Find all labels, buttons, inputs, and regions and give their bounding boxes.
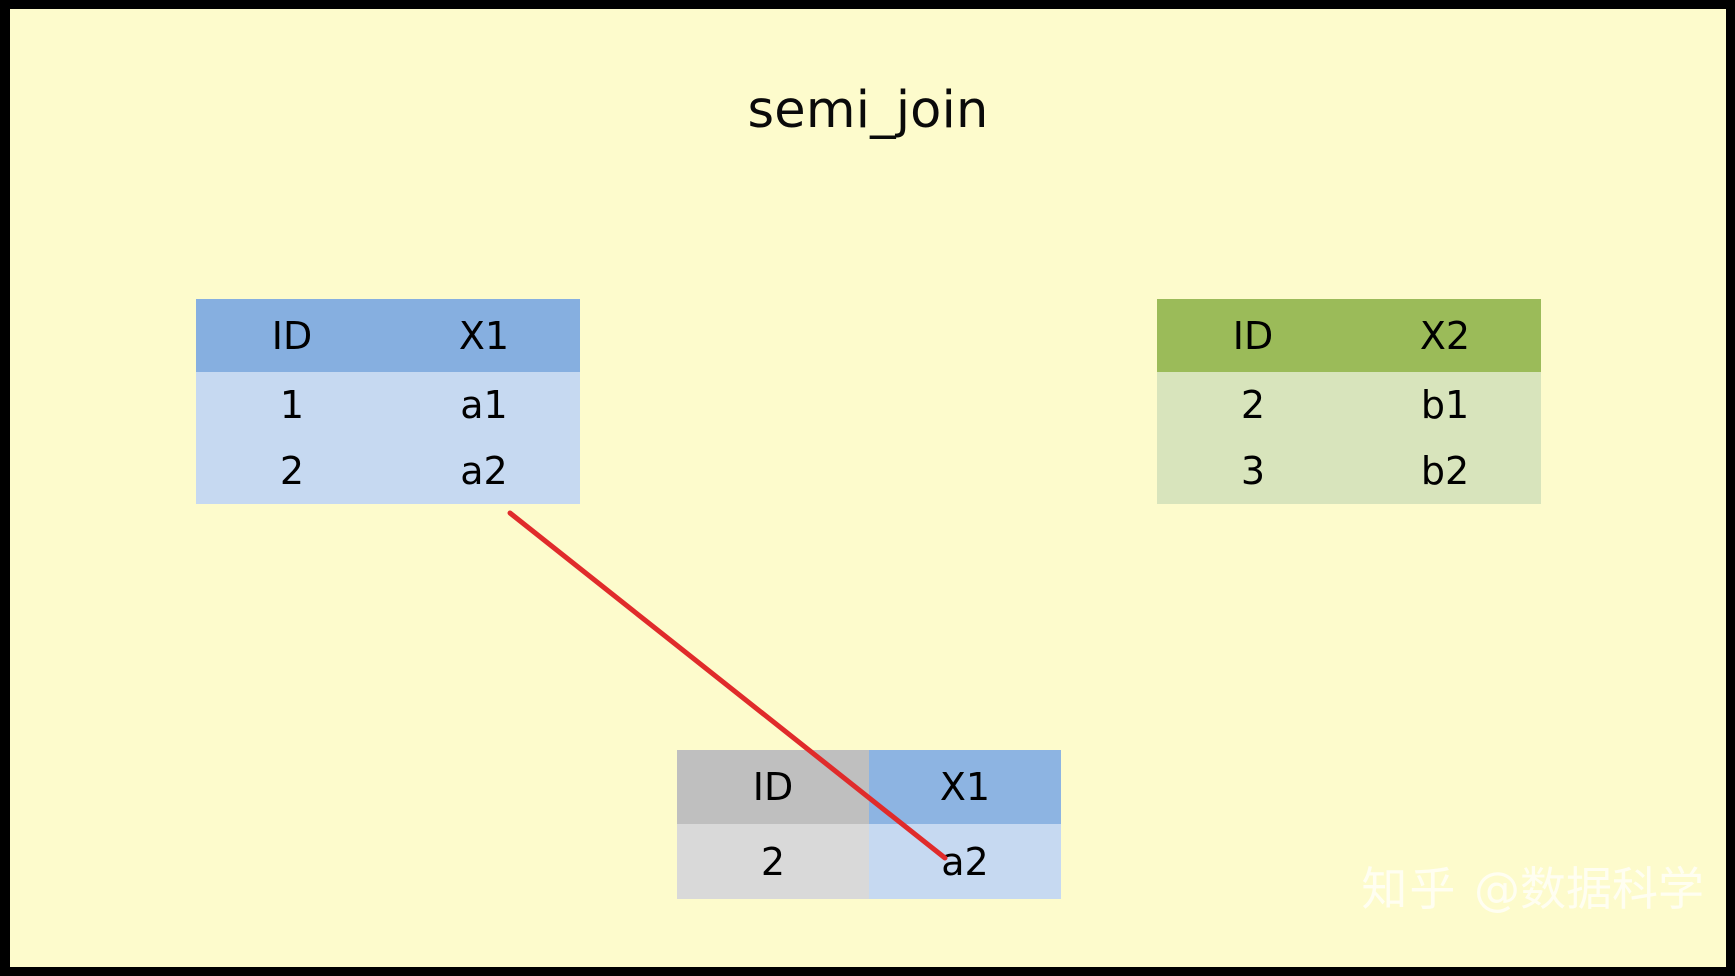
right-source-table: ID X2 2 b1 3 b2 (1157, 299, 1541, 504)
right-header-id: ID (1157, 299, 1349, 372)
result-header-x1: X1 (869, 750, 1061, 824)
left-row2-id: 2 (196, 438, 388, 504)
left-header-x1: X1 (388, 299, 580, 372)
watermark-handle: @数据科学 (1474, 862, 1704, 916)
watermark: 知乎 @数据科学 (1361, 853, 1704, 919)
left-source-table: ID X1 1 a1 2 a2 (196, 299, 580, 504)
table-row: 2 a2 (196, 438, 580, 504)
table-header-row: ID X2 (1157, 299, 1541, 372)
right-row1-id: 2 (1157, 372, 1349, 438)
right-header-x2: X2 (1349, 299, 1541, 372)
table-row: 1 a1 (196, 372, 580, 438)
left-row1-id: 1 (196, 372, 388, 438)
table-row: 3 b2 (1157, 438, 1541, 504)
result-row1-x1: a2 (869, 824, 1061, 899)
table-header-row: ID X1 (196, 299, 580, 372)
page-title: semi_join (747, 81, 989, 140)
table-row: 2 a2 (677, 824, 1061, 899)
left-header-id: ID (196, 299, 388, 372)
left-row1-x1: a1 (388, 372, 580, 438)
table-header-row: ID X1 (677, 750, 1061, 824)
result-header-id: ID (677, 750, 869, 824)
left-row2-x1: a2 (388, 438, 580, 504)
right-row1-x2: b1 (1349, 372, 1541, 438)
result-table: ID X1 2 a2 (677, 750, 1061, 899)
result-row1-id: 2 (677, 824, 869, 899)
right-row2-x2: b2 (1349, 438, 1541, 504)
watermark-platform: 知乎 (1361, 862, 1458, 916)
table-row: 2 b1 (1157, 372, 1541, 438)
diagram-canvas: semi_join ID X1 1 a1 2 a2 (10, 9, 1726, 967)
right-row2-id: 3 (1157, 438, 1349, 504)
